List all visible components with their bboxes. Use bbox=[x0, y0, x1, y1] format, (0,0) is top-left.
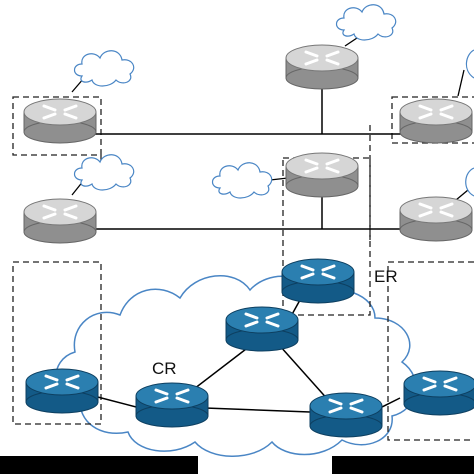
cloud-icon bbox=[335, 4, 397, 41]
router-icon bbox=[284, 43, 360, 91]
router-icon bbox=[22, 97, 98, 145]
router-icon bbox=[402, 369, 474, 417]
router-icon bbox=[22, 197, 98, 245]
cloud-icon bbox=[465, 167, 474, 197]
footer-bar-right bbox=[332, 456, 474, 474]
label-er-top: ER bbox=[374, 267, 398, 286]
core-link-2 bbox=[189, 345, 251, 393]
router-icon bbox=[284, 151, 360, 199]
core-link-6 bbox=[379, 397, 401, 409]
edge-box-left-tall bbox=[12, 261, 102, 425]
footer-bar-left bbox=[0, 456, 198, 474]
link-cloud-right-lower bbox=[455, 189, 469, 201]
router-icon bbox=[134, 381, 210, 429]
core-link-3 bbox=[279, 345, 331, 403]
router-icon bbox=[398, 97, 474, 145]
link-cloud-right-top bbox=[457, 69, 465, 97]
router-icon bbox=[308, 391, 384, 439]
router-icon bbox=[224, 305, 300, 353]
label-cr: CR bbox=[152, 359, 177, 378]
router-icon bbox=[280, 257, 356, 305]
edge-box-top-left bbox=[12, 96, 102, 156]
router-icon bbox=[398, 195, 474, 243]
cloud-icon bbox=[73, 154, 135, 191]
cloud-icon bbox=[211, 162, 273, 199]
cloud-icon bbox=[465, 49, 474, 79]
cloud-icon bbox=[73, 50, 135, 87]
link-cloud-top bbox=[344, 37, 358, 47]
core-link-4 bbox=[204, 407, 311, 413]
edge-box-right-tall bbox=[387, 261, 474, 441]
router-icon bbox=[24, 367, 100, 415]
link-cloud-mid bbox=[269, 177, 289, 181]
